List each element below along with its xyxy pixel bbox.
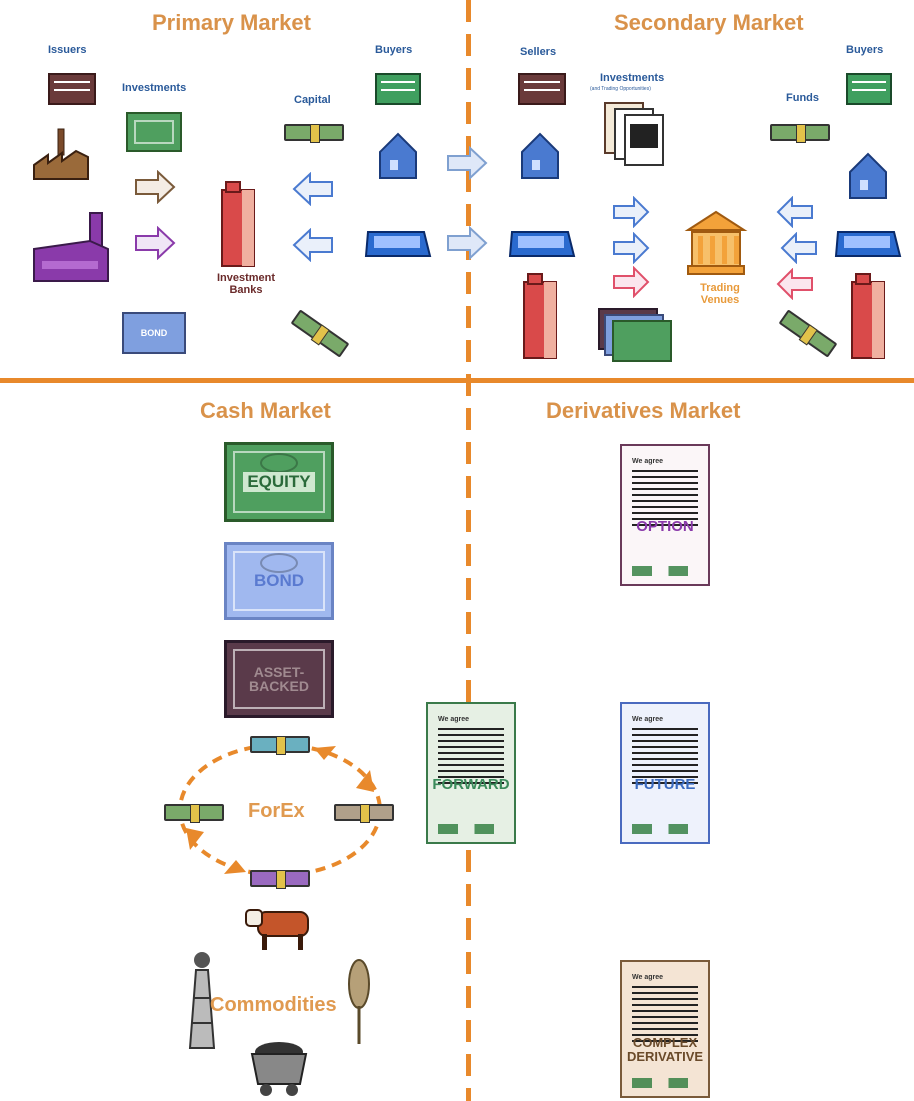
complex-derivative-contract: We agree COMPLEX DERIVATIVE — [620, 960, 710, 1098]
certificate-icon — [612, 320, 672, 362]
arrow-icon — [292, 172, 333, 206]
seller-card-icon — [518, 73, 566, 105]
cash-bundle-icon — [250, 870, 310, 889]
house-icon — [521, 132, 559, 179]
computer-terminal-icon — [834, 231, 902, 257]
issuers-label: Issuers — [48, 44, 87, 56]
cash-bundle-icon — [778, 309, 838, 358]
house-icon — [849, 152, 887, 199]
arrow-icon — [613, 196, 650, 228]
arrow-icon — [292, 228, 333, 262]
forward-contract: We agree FORWARD — [426, 702, 516, 844]
arrow-icon — [447, 226, 488, 260]
arrow-icon — [613, 232, 650, 264]
computer-terminal-icon — [508, 231, 576, 257]
primary-buyers-label: Buyers — [375, 44, 413, 56]
primary-investments-label: Investments — [122, 82, 187, 94]
arrow-icon — [447, 146, 488, 180]
bond-certificate: BOND — [224, 542, 334, 620]
horizontal-divider — [0, 378, 914, 383]
vertical-divider — [466, 0, 471, 1101]
cash-market-title: Cash Market — [200, 398, 331, 423]
primary-equity-certificate-icon — [126, 112, 182, 152]
oil-derrick-icon — [188, 952, 216, 1049]
forex-label: ForEx — [248, 800, 305, 822]
commodities-label: Commodities — [210, 994, 337, 1016]
equity-certificate: EQUITY — [224, 442, 334, 522]
arrow-icon — [776, 196, 813, 228]
secondary-buyers-label: Buyers — [846, 44, 884, 56]
investment-bank-icon — [221, 181, 255, 267]
arrow-icon — [776, 268, 813, 300]
cash-bundle-icon — [770, 124, 830, 143]
wheat-icon — [348, 959, 370, 1044]
cash-bundle-icon — [334, 804, 394, 823]
option-contract: We agree OPTION — [620, 444, 710, 586]
arrow-icon — [780, 232, 817, 264]
investment-bank-icon — [851, 273, 885, 359]
funds-label: Funds — [786, 92, 819, 104]
secondary-market-title: Secondary Market — [614, 10, 804, 35]
arrow-icon — [135, 170, 176, 204]
cow-icon — [245, 909, 309, 950]
bank-building-icon — [684, 210, 748, 275]
factory-icon — [33, 128, 89, 180]
investment-bank-icon — [523, 273, 557, 359]
future-contract: We agree FUTURE — [620, 702, 710, 844]
chart-sheet-icon — [624, 114, 664, 166]
investments-sub-label: (and Trading Opportunities) — [590, 86, 651, 92]
cash-bundle-icon — [250, 736, 310, 755]
arrow-icon — [613, 266, 650, 298]
buyer-card-icon — [375, 73, 421, 105]
castle-icon — [33, 212, 109, 282]
arrow-icon — [135, 226, 176, 260]
buyer-card-icon — [846, 73, 892, 105]
cash-bundle-icon — [290, 309, 350, 358]
capital-label: Capital — [294, 94, 331, 106]
primary-bond-certificate-icon: BOND — [122, 312, 186, 354]
sellers-label: Sellers — [520, 46, 557, 58]
cash-bundle-icon — [164, 804, 224, 823]
secondary-investments-label: Investments — [600, 72, 665, 84]
asset-backed-certificate: ASSET- BACKED — [224, 640, 334, 718]
mine-cart-icon — [250, 1042, 308, 1096]
issuer-card-icon — [48, 73, 96, 105]
house-icon — [379, 132, 417, 179]
primary-market-title: Primary Market — [152, 10, 311, 35]
derivatives-market-title: Derivatives Market — [546, 398, 741, 423]
cash-bundle-icon — [284, 124, 344, 143]
computer-terminal-icon — [364, 231, 432, 257]
